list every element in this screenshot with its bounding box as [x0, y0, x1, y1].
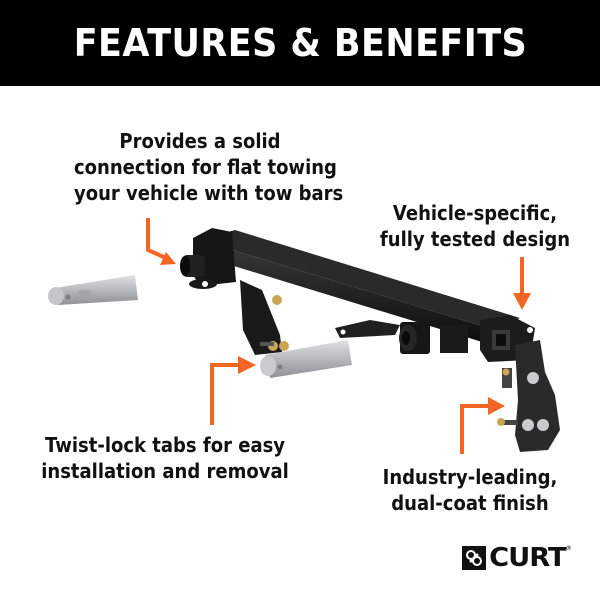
- trademark-symbol: ®: [565, 545, 572, 552]
- crossbar: [198, 230, 520, 345]
- twist-lock-tab-left: [48, 275, 138, 305]
- callout-line: your vehicle with tow bars: [74, 181, 344, 205]
- left-receiver-bracket: [180, 228, 289, 355]
- callout-line: Provides a solid: [119, 129, 281, 153]
- callout-line: Vehicle-specific,: [392, 201, 558, 225]
- header-title: FEATURES & BENEFITS: [73, 21, 527, 65]
- callout-solid-connection: Provides a solid connection for flat tow…: [74, 128, 344, 206]
- callout-line: dual-coat finish: [391, 491, 549, 515]
- arrow-vehicle-specific: [513, 257, 531, 310]
- right-receiver-bracket: [480, 315, 560, 452]
- callout-twist-lock: Twist-lock tabs for easy installation an…: [30, 432, 300, 484]
- curt-logo-mark-icon: [462, 546, 486, 570]
- callout-line: Twist-lock tabs for easy: [44, 433, 286, 457]
- arrow-solid-connection: [146, 218, 176, 265]
- twist-lock-tab-right: [260, 340, 352, 378]
- callout-dual-coat-finish: Industry-leading, dual-coat finish: [367, 464, 574, 516]
- callout-line: Industry-leading,: [382, 465, 558, 489]
- callout-line: installation and removal: [41, 459, 289, 483]
- callout-line: connection for flat towing: [74, 155, 337, 179]
- callout-line: fully tested design: [379, 227, 571, 251]
- curt-logo: CURT ®: [462, 545, 572, 571]
- center-receiver: [335, 320, 468, 354]
- arrow-twist-lock: [210, 356, 256, 425]
- header-banner: FEATURES & BENEFITS: [0, 0, 600, 86]
- arrow-dual-coat-finish: [460, 397, 505, 454]
- curt-logo-text: CURT: [489, 543, 566, 573]
- callout-vehicle-specific: Vehicle-specific, fully tested design: [367, 200, 583, 252]
